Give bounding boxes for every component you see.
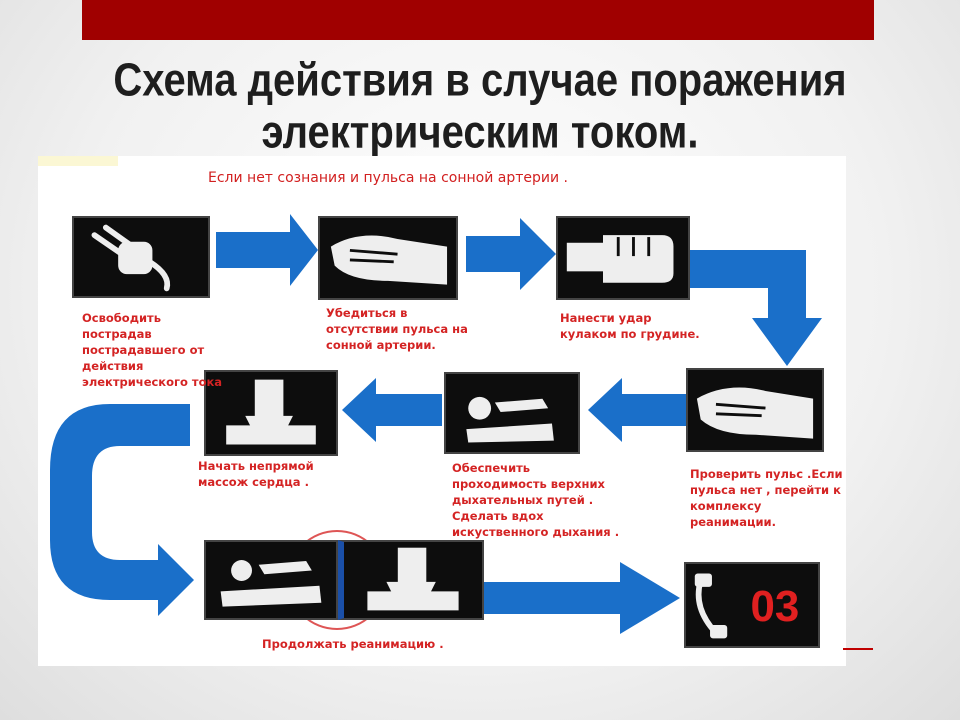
arrow-2-3	[466, 218, 556, 290]
cpr-icon-secondary	[338, 540, 484, 620]
step-4-caption: Проверить пульс .Если пульса нет , перей…	[690, 467, 843, 529]
step-2-caption: Убедиться в отсутствии пульса на сонной …	[326, 306, 468, 352]
arrow-5-6	[342, 378, 442, 442]
slide-title-line1: Схема действия в случае поражения	[113, 55, 847, 106]
pulse-check-icon	[318, 216, 458, 300]
accent-line	[843, 648, 873, 650]
top-accent-bar	[82, 0, 874, 40]
arrow-1-2	[216, 214, 318, 286]
step-5-caption: Обеспечить проходимость верхних дыхатель…	[452, 461, 620, 539]
condition-header: Если нет сознания и пульса на сонной арт…	[208, 170, 568, 186]
arrow-3-4	[690, 250, 822, 366]
call-03-icon: 03	[684, 562, 820, 648]
panel-strip	[38, 156, 118, 166]
pulse-recheck-icon	[686, 368, 824, 452]
step-7-caption: Продолжать реанимацию .	[262, 637, 444, 651]
step-6-caption: Начать непрямой массож сердца .	[198, 459, 314, 489]
cpr-icon	[204, 370, 338, 456]
arrow-4-5	[588, 378, 686, 442]
continue-resuscitation-icon	[204, 540, 338, 620]
airway-icon	[444, 372, 580, 454]
slide-title-line2: электрическим током.	[261, 107, 699, 158]
step-1-caption: Освободить пострадав пострадавшего от де…	[82, 311, 223, 389]
arrow-6-7	[50, 404, 194, 616]
unplug-icon	[72, 216, 210, 298]
step-3-caption: Нанести удар кулаком по грудине.	[560, 311, 700, 341]
call-03-text: 03	[750, 582, 799, 631]
fist-icon	[556, 216, 690, 300]
arrow-7-8	[484, 562, 680, 634]
